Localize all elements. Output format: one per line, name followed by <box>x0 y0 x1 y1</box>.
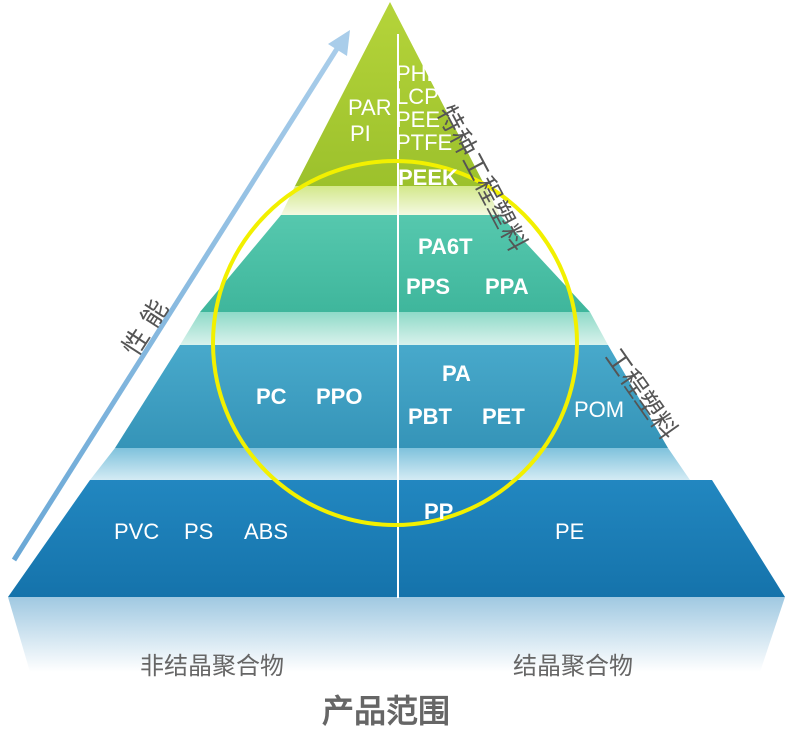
top-right-label-0: PHE <box>396 61 442 86</box>
category-amorphous: 非结晶聚合物 <box>140 652 284 680</box>
tier-top <box>295 2 485 186</box>
third-right-label-2: PET <box>482 404 525 429</box>
tier-third <box>115 345 668 448</box>
third-left-label-1: PPO <box>316 384 363 409</box>
base-center-label: PP <box>424 499 454 524</box>
base-left-label-2: ABS <box>244 519 289 544</box>
tier-base-rim <box>8 597 785 672</box>
top-right-label-2: PEE <box>396 107 441 132</box>
third-right-label-1: PBT <box>408 404 452 429</box>
top-right-label-3: PTFE <box>396 130 453 155</box>
tier-top-rim <box>281 186 500 215</box>
second-label-2: PPA <box>485 274 529 299</box>
highlight-circle <box>211 159 579 527</box>
third-left-label-0: PC <box>256 384 287 409</box>
third-right-label-0: PA <box>442 361 471 386</box>
base-right-label: PE <box>555 519 585 544</box>
bottom-title: 产品范围 <box>322 692 451 730</box>
top-left-label-1: PI <box>350 121 371 146</box>
tier-second <box>200 215 590 312</box>
tier-third-rim <box>90 448 690 480</box>
top-highlight-label: PEEK <box>398 165 458 190</box>
performance-arrow-head <box>328 30 350 56</box>
base-left-label-0: PVC <box>114 519 160 544</box>
second-label-0: PA6T <box>418 234 473 259</box>
second-label-1: PPS <box>406 274 451 299</box>
tier-second-rim <box>180 312 608 345</box>
performance-arrow-shaft <box>11 42 343 562</box>
third-outer-label: POM <box>574 397 625 422</box>
top-left-label-0: PAR <box>348 95 392 120</box>
tier-base <box>8 480 785 597</box>
base-left-label-1: PS <box>184 519 214 544</box>
category-crystalline: 结晶聚合物 <box>513 652 633 680</box>
top-right-label-1: LCP <box>396 84 439 109</box>
